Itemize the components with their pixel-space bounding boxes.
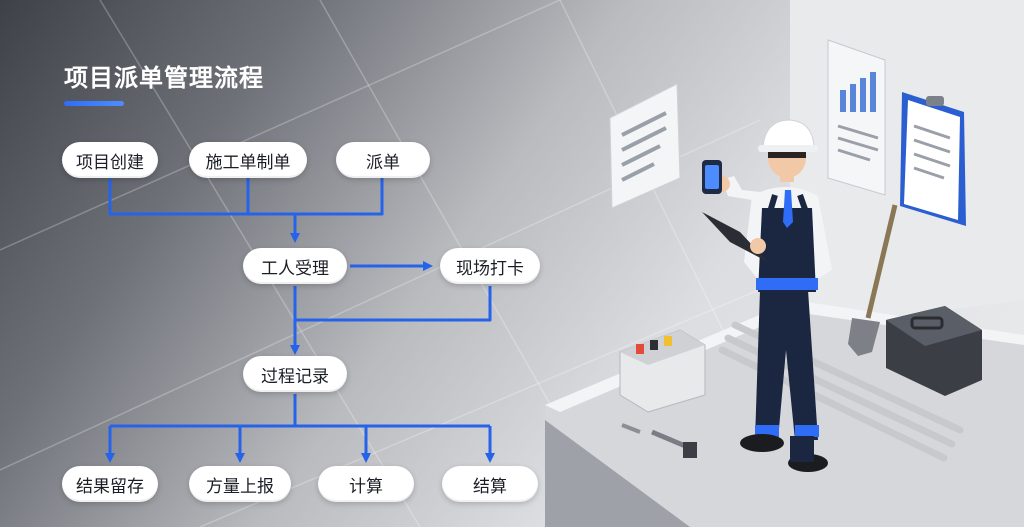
hammer — [621, 423, 697, 458]
node-calculate: 计算 — [318, 466, 414, 502]
node-quantity-report: 方量上报 — [189, 466, 291, 502]
node-work-order: 施工单制单 — [189, 142, 307, 178]
connector-checkin-back — [295, 286, 492, 322]
node-settlement: 结算 — [442, 466, 538, 502]
node-dispatch: 派单 — [336, 142, 430, 178]
node-site-checkin: 现场打卡 — [440, 248, 540, 284]
node-process-record: 过程记录 — [243, 356, 347, 392]
floating-document-card — [609, 83, 681, 209]
toolbox — [886, 306, 982, 396]
clipboard — [900, 92, 966, 226]
worker-figure — [702, 119, 832, 472]
tool-case — [619, 329, 706, 413]
node-result-archive: 结果留存 — [62, 466, 158, 502]
shovel — [848, 204, 898, 356]
title-underline — [64, 101, 124, 106]
node-worker-accept: 工人受理 — [243, 248, 347, 284]
connector-top-merge — [108, 178, 384, 216]
wall-chart-board — [827, 39, 886, 196]
diagram-title: 项目派单管理流程 — [64, 64, 264, 92]
node-project-create: 项目创建 — [62, 142, 158, 178]
